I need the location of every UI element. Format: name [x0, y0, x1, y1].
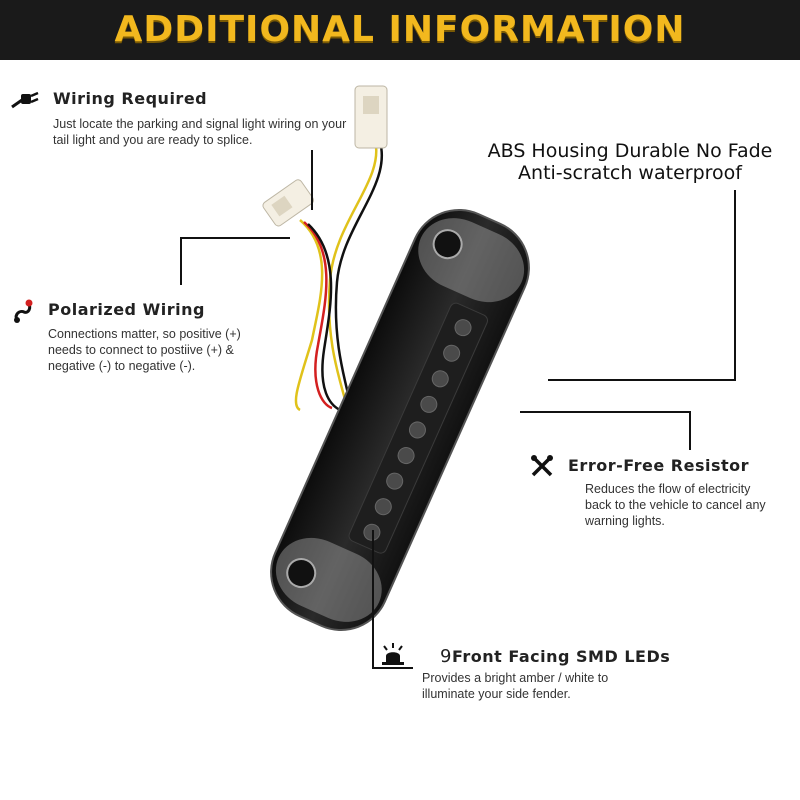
wiring-description: Just locate the parking and signal light…	[53, 117, 347, 147]
leds-description: Provides a bright amber / white to illum…	[422, 671, 609, 701]
led-light-bar	[270, 208, 530, 632]
light-icon	[378, 640, 408, 666]
polarized-title: Polarized Wiring	[48, 300, 205, 319]
callout-line-abs	[548, 190, 736, 381]
callout-line-leds	[372, 530, 413, 669]
abs-title-line1: ABS Housing Durable No Fade	[487, 140, 773, 162]
wiring-title: Wiring Required	[53, 89, 208, 108]
wire-connector-top	[354, 85, 388, 149]
resistor-description: Reduces the flow of electricity back to …	[585, 482, 766, 528]
polarized-description: Connections matter, so positive (+) need…	[48, 327, 241, 373]
wire-harness	[294, 139, 383, 412]
resistor-title: Error-Free Resistor	[568, 456, 750, 475]
abs-title-line2: Anti-scratch waterproof	[518, 162, 742, 184]
leds-title: 9Front Facing SMD LEDs	[440, 646, 670, 667]
wire-connector-left	[262, 179, 315, 227]
leds-title-text: Front Facing SMD LEDs	[451, 647, 671, 666]
callout-line-resistor	[520, 411, 691, 450]
page-title: ADDITIONAL INFORMATION	[114, 9, 686, 50]
abs-housing-text: ABS Housing Durable No Fade Anti-scratch…	[480, 140, 780, 184]
tools-icon	[530, 454, 554, 478]
callout-lines	[180, 150, 736, 669]
callout-line-polarized	[180, 237, 290, 285]
header-bar	[0, 0, 800, 60]
polarity-icon	[12, 298, 40, 324]
leds-count: 9	[440, 646, 452, 667]
plug-icon	[10, 90, 46, 110]
